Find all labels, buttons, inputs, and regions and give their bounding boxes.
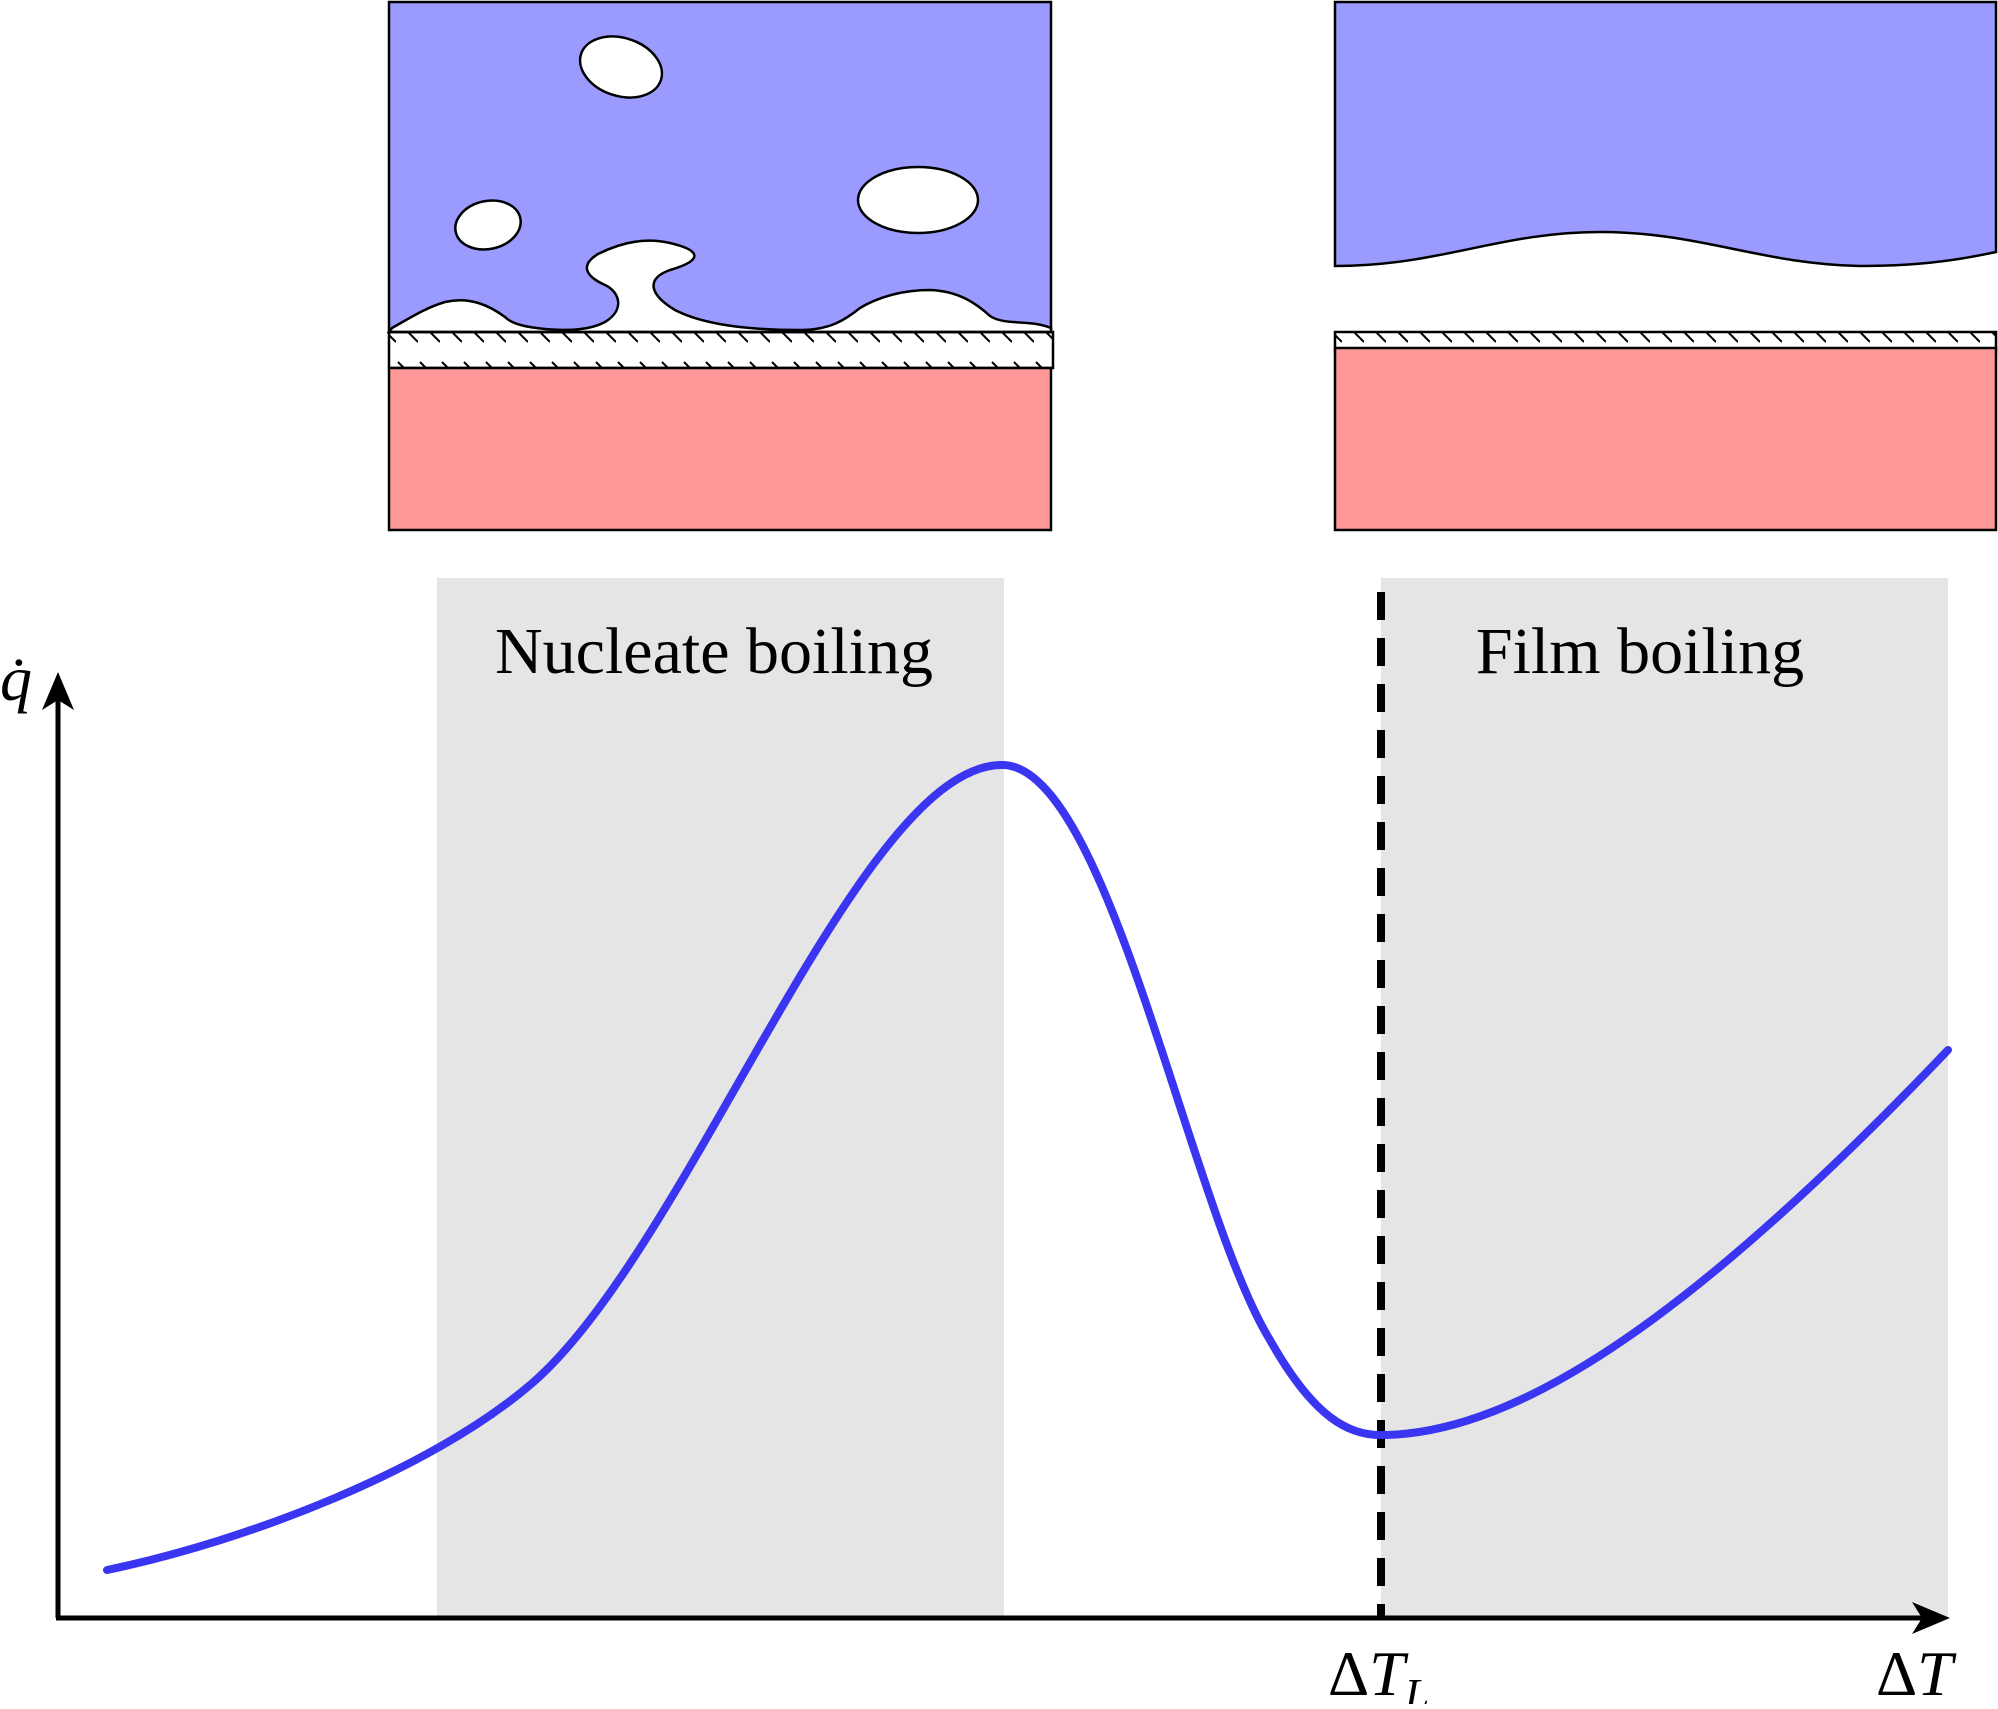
nucleate-heater-block — [387, 366, 1053, 532]
y-axis-label: q̇ — [0, 643, 32, 714]
boiling-curve — [103, 760, 1952, 1574]
nucleate-liquid-pool — [387, 0, 1053, 334]
nucleate-wall-surface — [387, 330, 1055, 370]
x-label-delta-symbol: Δ — [1876, 1638, 1917, 1704]
nucleate-region-shade — [437, 578, 1004, 1618]
vapor-bubble — [856, 165, 980, 235]
tick-variable: T — [1369, 1638, 1409, 1704]
x-axis-tick-delta-t-l: ΔTL — [1328, 1638, 1429, 1704]
film-heater-block — [1333, 346, 1998, 532]
film-liquid-pool — [1333, 0, 1998, 268]
nucleate-boiling-illustration — [386, 0, 1055, 532]
y-axis-arrowhead — [42, 672, 74, 710]
film-region-shade — [1381, 578, 1948, 1618]
nucleate-boiling-label: Nucleate boiling — [495, 615, 933, 688]
nucleate-vapor-layer — [386, 239, 1053, 334]
film-boiling-illustration — [1333, 0, 1998, 532]
x-label-variable: T — [1917, 1638, 1957, 1704]
tick-subscript: L — [1404, 1670, 1429, 1704]
vapor-bubble — [578, 35, 664, 99]
x-axis-arrowhead — [1912, 1602, 1950, 1634]
vapor-bubble — [454, 199, 522, 251]
x-axis-label: ΔT — [1876, 1638, 1957, 1704]
tick-delta-symbol: Δ — [1328, 1638, 1369, 1704]
film-boiling-label: Film boiling — [1476, 615, 1804, 688]
